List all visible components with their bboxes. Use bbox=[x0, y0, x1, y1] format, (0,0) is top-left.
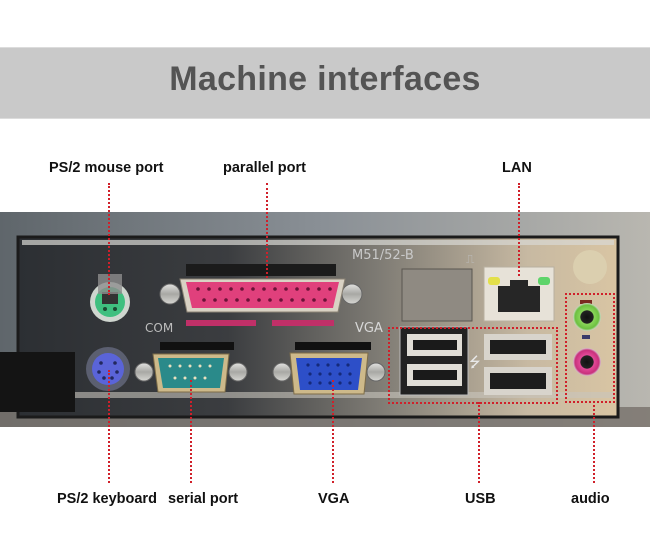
plate-com-text: COM bbox=[145, 321, 173, 335]
ps2-mouse-port bbox=[90, 274, 130, 322]
label-vga: VGA bbox=[318, 491, 350, 507]
usb-ports: ⭍ bbox=[399, 326, 552, 396]
lan-port: ⎍ bbox=[466, 252, 555, 322]
leader-line-ps2-keyboard bbox=[108, 370, 110, 483]
leader-line-serial bbox=[190, 380, 192, 483]
plate-model-text: M51/52-B bbox=[352, 248, 414, 263]
ps2-keyboard-port bbox=[0, 347, 130, 412]
svg-text:⎍: ⎍ bbox=[466, 252, 475, 266]
leader-line-usb bbox=[478, 402, 480, 483]
title-banner: Machine interfaces bbox=[0, 47, 650, 119]
svg-text:⭍: ⭍ bbox=[469, 355, 481, 371]
leader-line-parallel bbox=[266, 183, 268, 278]
label-lan: LAN bbox=[502, 160, 532, 176]
audio-highlight-box bbox=[565, 293, 615, 403]
leader-line-ps2-mouse bbox=[108, 183, 110, 295]
plate-vga-text: VGA bbox=[355, 321, 383, 336]
parallel-port bbox=[159, 264, 363, 326]
rear-io-panel-photo: M51/52-B COM VGA bbox=[0, 212, 650, 427]
label-serial-port: serial port bbox=[168, 491, 239, 507]
label-audio: audio bbox=[571, 491, 610, 507]
leader-line-lan bbox=[518, 183, 520, 276]
label-usb: USB bbox=[465, 491, 496, 507]
leader-line-audio bbox=[593, 401, 595, 483]
label-parallel-port: parallel port bbox=[223, 160, 306, 176]
usb-highlight-box bbox=[388, 327, 558, 404]
vga-port bbox=[272, 342, 386, 395]
page-title: Machine interfaces bbox=[169, 60, 481, 98]
label-ps2-mouse-port: PS/2 mouse port bbox=[49, 160, 164, 176]
leader-line-vga bbox=[332, 380, 334, 483]
audio-jacks bbox=[573, 250, 607, 376]
serial-port bbox=[134, 342, 248, 393]
label-ps2-keyboard: PS/2 keyboard bbox=[57, 491, 157, 507]
